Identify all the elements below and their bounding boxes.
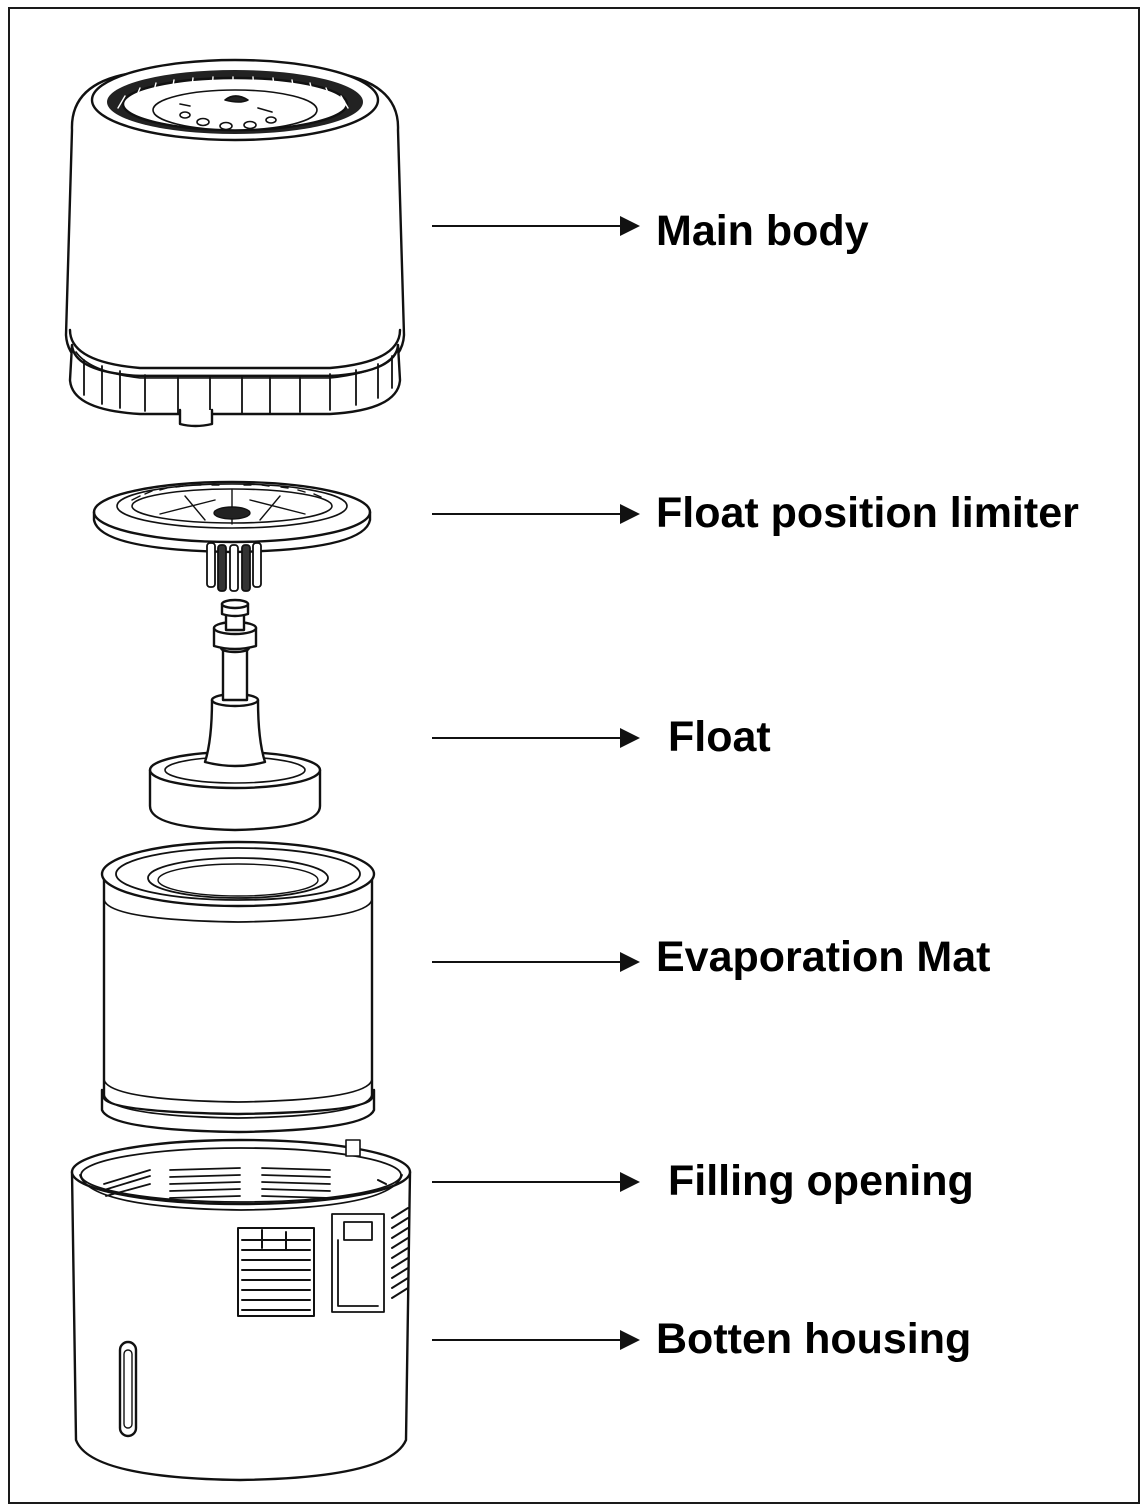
filling-opening-label: Filling opening [668,1157,974,1205]
main-body-illustration [64,58,406,428]
float-position-limiter-label: Float position limiter [656,489,1079,537]
evaporation-mat-label: Evaporation Mat [656,933,991,981]
float-position-limiter-illustration [92,480,372,592]
float-label: Float [668,713,771,761]
float-illustration [148,598,322,832]
botten-housing-arrow [432,1328,640,1352]
botten-housing-label: Botten housing [656,1315,972,1363]
main-body-label: Main body [656,207,869,255]
filling-opening-arrow [432,1170,640,1194]
float-position-limiter-arrow [432,502,640,526]
float-arrow [432,726,640,750]
evaporation-mat-illustration [100,840,376,1134]
evaporation-mat-arrow [432,950,640,974]
diagram-frame [8,7,1140,1504]
main-body-arrow [432,214,640,238]
botten-housing-illustration [70,1138,412,1482]
